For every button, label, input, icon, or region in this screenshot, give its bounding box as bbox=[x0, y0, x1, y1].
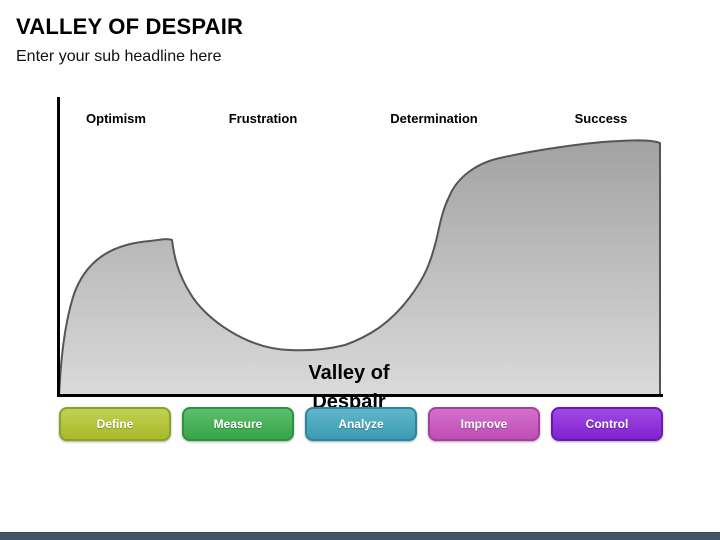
improve-button[interactable]: Improve bbox=[428, 407, 540, 441]
valley-curve bbox=[58, 139, 661, 396]
phase-label-optimism: Optimism bbox=[86, 111, 146, 126]
page-subtitle: Enter your sub headline here bbox=[16, 48, 222, 65]
measure-button[interactable]: Measure bbox=[182, 407, 294, 441]
dmaic-button-row: Define Measure Analyze Improve Control bbox=[59, 407, 663, 441]
define-button[interactable]: Define bbox=[59, 407, 171, 441]
x-axis-line bbox=[57, 394, 663, 397]
page-title: VALLEY OF DESPAIR bbox=[16, 14, 244, 39]
phase-label-frustration: Frustration bbox=[228, 111, 298, 126]
valley-chart: Optimism Frustration Determination Succe… bbox=[57, 97, 663, 413]
analyze-button[interactable]: Analyze bbox=[305, 407, 417, 441]
valley-curve-path bbox=[58, 139, 661, 396]
footer-accent-bar bbox=[0, 532, 720, 540]
valley-label-line1: Valley of bbox=[308, 362, 390, 384]
phase-label-determination: Determination bbox=[390, 111, 478, 126]
phase-label-success: Success bbox=[574, 111, 628, 126]
y-axis-line bbox=[57, 97, 60, 397]
control-button[interactable]: Control bbox=[551, 407, 663, 441]
